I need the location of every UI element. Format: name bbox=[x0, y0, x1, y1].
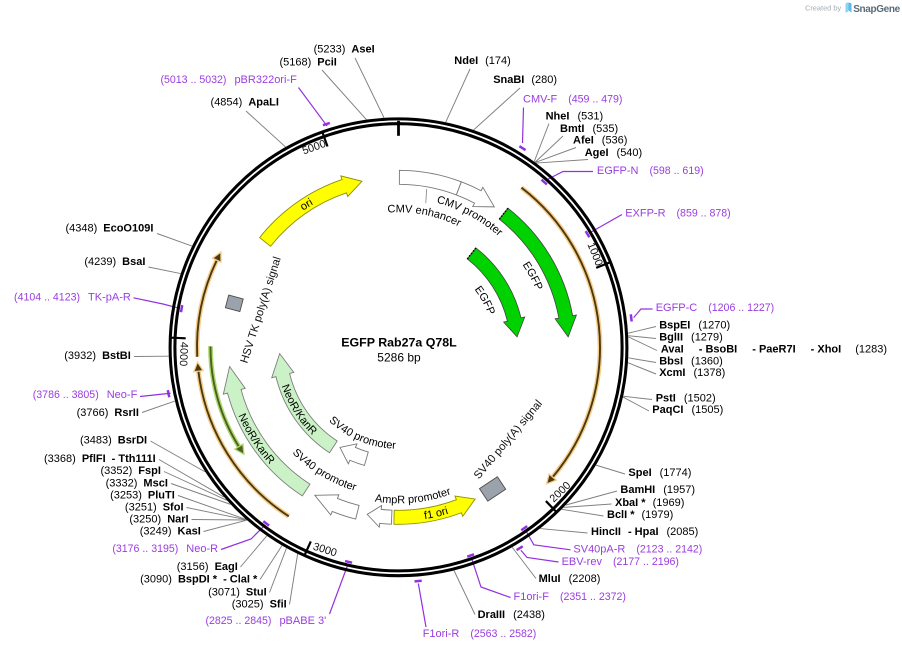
svg-text:(3071)StuI: (3071)StuI bbox=[208, 586, 267, 598]
svg-text:f1 ori: f1 ori bbox=[423, 505, 449, 522]
svg-text:EGFP Rab27a Q78L: EGFP Rab27a Q78L bbox=[341, 336, 457, 350]
svg-text:PstI(1502): PstI(1502) bbox=[656, 392, 716, 404]
svg-text:AgeI(540): AgeI(540) bbox=[585, 147, 643, 159]
svg-text:SpeI(1774): SpeI(1774) bbox=[628, 467, 691, 479]
svg-text:F1ori-F(2351 .. 2372): F1ori-F(2351 .. 2372) bbox=[514, 591, 626, 603]
svg-text:(3368)PflFI- Tth111I: (3368)PflFI- Tth111I bbox=[44, 453, 156, 465]
svg-text:(3332)MscI: (3332)MscI bbox=[106, 477, 168, 489]
svg-text:MluI(2208): MluI(2208) bbox=[539, 573, 601, 585]
svg-text:(3766)RsrII: (3766)RsrII bbox=[77, 407, 139, 419]
svg-text:EBV-rev(2177 .. 2196): EBV-rev(2177 .. 2196) bbox=[562, 556, 679, 568]
svg-text:BclI *(1979): BclI *(1979) bbox=[607, 509, 673, 521]
svg-text:BglII(1279): BglII(1279) bbox=[659, 331, 723, 343]
svg-text:EGFP-N(598 .. 619): EGFP-N(598 .. 619) bbox=[597, 165, 704, 177]
svg-text:(3932)BstBI: (3932)BstBI bbox=[64, 350, 131, 362]
svg-text:DraIII(2438): DraIII(2438) bbox=[478, 609, 545, 621]
svg-text:XcmI(1378): XcmI(1378) bbox=[659, 367, 725, 379]
svg-text:(4104 .. 4123)TK-pA-R: (4104 .. 4123)TK-pA-R bbox=[14, 291, 131, 303]
svg-text:CMV-F(459 .. 479): CMV-F(459 .. 479) bbox=[523, 93, 622, 105]
svg-text:EGFP-C(1206 .. 1227): EGFP-C(1206 .. 1227) bbox=[656, 302, 775, 314]
svg-text:(3352)FspI: (3352)FspI bbox=[100, 465, 160, 477]
svg-text:(3253)PluTI: (3253)PluTI bbox=[110, 489, 175, 501]
svg-text:EXFP-R(859 .. 878): EXFP-R(859 .. 878) bbox=[625, 208, 731, 220]
svg-text:SnapGene: SnapGene bbox=[853, 4, 900, 15]
svg-text:(3483)BsrDI: (3483)BsrDI bbox=[80, 434, 147, 446]
svg-text:(3156)EagI: (3156)EagI bbox=[177, 561, 238, 573]
svg-text:PaqCI(1505): PaqCI(1505) bbox=[652, 404, 723, 416]
svg-text:NheI(531): NheI(531) bbox=[546, 111, 604, 123]
svg-text:BbsI(1360): BbsI(1360) bbox=[659, 355, 723, 367]
svg-text:(3176 .. 3195)Neo-R: (3176 .. 3195)Neo-R bbox=[112, 543, 218, 555]
svg-text:(5233)AseI: (5233)AseI bbox=[314, 43, 375, 55]
svg-text:(3025)SfiI: (3025)SfiI bbox=[232, 598, 287, 610]
svg-text:XbaI *(1969): XbaI *(1969) bbox=[615, 497, 684, 509]
svg-text:(5013 .. 5032)pBR322ori-F: (5013 .. 5032)pBR322ori-F bbox=[160, 74, 297, 86]
svg-text:(4348)EcoO109I: (4348)EcoO109I bbox=[65, 222, 153, 234]
svg-text:BspEI(1270): BspEI(1270) bbox=[659, 319, 730, 331]
svg-text:(3090)BspDI *- ClaI *: (3090)BspDI *- ClaI * bbox=[140, 573, 258, 585]
svg-text:(3251)SfoI: (3251)SfoI bbox=[125, 501, 184, 513]
svg-text:BmtI(535): BmtI(535) bbox=[560, 123, 618, 135]
svg-text:(4239)BsaI: (4239)BsaI bbox=[84, 256, 145, 268]
svg-text:NdeI(174): NdeI(174) bbox=[454, 55, 511, 67]
svg-text:(4854)ApaLI: (4854)ApaLI bbox=[211, 96, 279, 108]
svg-text:(3249)KasI: (3249)KasI bbox=[140, 525, 201, 537]
svg-text:SV40pA-R(2123 .. 2142): SV40pA-R(2123 .. 2142) bbox=[573, 543, 702, 555]
svg-text:(3250)NarI: (3250)NarI bbox=[129, 513, 188, 525]
svg-text:(3786 .. 3805)Neo-F: (3786 .. 3805)Neo-F bbox=[33, 389, 138, 401]
svg-text:HincII- HpaI(2085): HincII- HpaI(2085) bbox=[591, 526, 698, 538]
svg-text:5286 bp: 5286 bp bbox=[377, 351, 421, 365]
svg-text:BamHI(1957): BamHI(1957) bbox=[620, 484, 695, 496]
svg-text:(2825 .. 2845)pBABE 3': (2825 .. 2845)pBABE 3' bbox=[205, 615, 326, 627]
svg-text:AvaI- BsoBI- PaeR7I- XhoI(1283: AvaI- BsoBI- PaeR7I- XhoI(1283) bbox=[661, 343, 887, 355]
svg-text:F1ori-R(2563 .. 2582): F1ori-R(2563 .. 2582) bbox=[423, 628, 537, 640]
svg-text:Created by: Created by bbox=[805, 3, 841, 12]
svg-text:(5168)PciI: (5168)PciI bbox=[280, 56, 337, 68]
svg-text:SnaBI(280): SnaBI(280) bbox=[493, 74, 557, 86]
svg-text:AfeI(536): AfeI(536) bbox=[573, 135, 627, 147]
svg-text:4000: 4000 bbox=[177, 342, 190, 367]
